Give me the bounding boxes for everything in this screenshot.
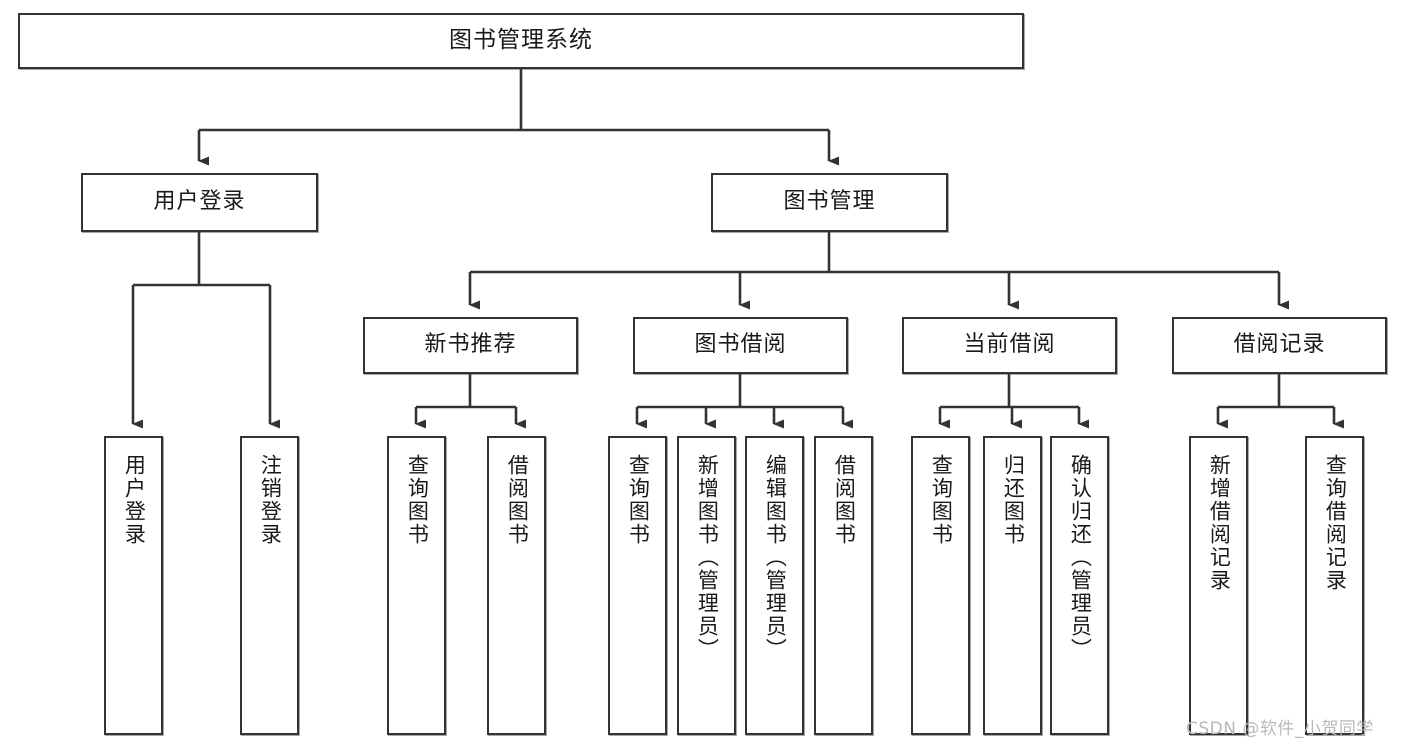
node-leaf-query-book-3[interactable]: 查询图书 (911, 436, 970, 735)
node-leaf-edit-book-label: 编辑图书（管理员） (763, 454, 788, 661)
node-root[interactable]: 图书管理系统 (18, 13, 1024, 69)
node-book-manage-label: 图书管理 (783, 189, 876, 215)
node-leaf-add-record[interactable]: 新增借阅记录 (1189, 436, 1248, 735)
node-current-borrow-label: 当前借阅 (963, 332, 1056, 358)
node-leaf-query-book-1-label: 查询图书 (405, 454, 430, 546)
node-leaf-user-login[interactable]: 用户登录 (104, 436, 163, 735)
node-book-borrow-label: 图书借阅 (694, 332, 787, 358)
node-leaf-query-record-label: 查询借阅记录 (1323, 454, 1348, 592)
node-root-label: 图书管理系统 (449, 27, 593, 54)
node-leaf-query-book-2[interactable]: 查询图书 (608, 436, 667, 735)
node-leaf-add-record-label: 新增借阅记录 (1207, 454, 1232, 592)
node-user-login[interactable]: 用户登录 (81, 173, 318, 232)
node-leaf-return-book[interactable]: 归还图书 (983, 436, 1042, 735)
node-leaf-borrow-book-1[interactable]: 借阅图书 (487, 436, 546, 735)
node-leaf-add-book-label: 新增图书（管理员） (695, 454, 720, 661)
node-new-book-rec[interactable]: 新书推荐 (363, 317, 578, 374)
node-user-login-label: 用户登录 (153, 189, 246, 215)
node-leaf-borrow-book-1-label: 借阅图书 (505, 454, 530, 546)
node-leaf-return-book-label: 归还图书 (1001, 454, 1026, 546)
node-leaf-borrow-book-2[interactable]: 借阅图书 (814, 436, 873, 735)
node-leaf-confirm-return[interactable]: 确认归还（管理员） (1050, 436, 1109, 735)
node-leaf-query-book-1[interactable]: 查询图书 (387, 436, 446, 735)
node-new-book-rec-label: 新书推荐 (424, 332, 517, 358)
node-leaf-query-book-3-label: 查询图书 (929, 454, 954, 546)
node-leaf-query-book-2-label: 查询图书 (626, 454, 651, 546)
node-book-manage[interactable]: 图书管理 (711, 173, 948, 232)
node-borrow-record-label: 借阅记录 (1233, 332, 1326, 358)
node-leaf-add-book[interactable]: 新增图书（管理员） (677, 436, 736, 735)
node-leaf-query-record[interactable]: 查询借阅记录 (1305, 436, 1364, 735)
node-leaf-confirm-return-label: 确认归还（管理员） (1068, 454, 1093, 661)
node-borrow-record[interactable]: 借阅记录 (1172, 317, 1387, 374)
node-book-borrow[interactable]: 图书借阅 (633, 317, 848, 374)
node-leaf-edit-book[interactable]: 编辑图书（管理员） (745, 436, 804, 735)
node-leaf-borrow-book-2-label: 借阅图书 (832, 454, 857, 546)
node-leaf-logout[interactable]: 注销登录 (240, 436, 299, 735)
node-leaf-logout-label: 注销登录 (258, 454, 283, 546)
watermark-text: CSDN @软件_小贺同学 (1186, 719, 1374, 739)
node-leaf-user-login-label: 用户登录 (122, 454, 147, 546)
node-current-borrow[interactable]: 当前借阅 (902, 317, 1117, 374)
